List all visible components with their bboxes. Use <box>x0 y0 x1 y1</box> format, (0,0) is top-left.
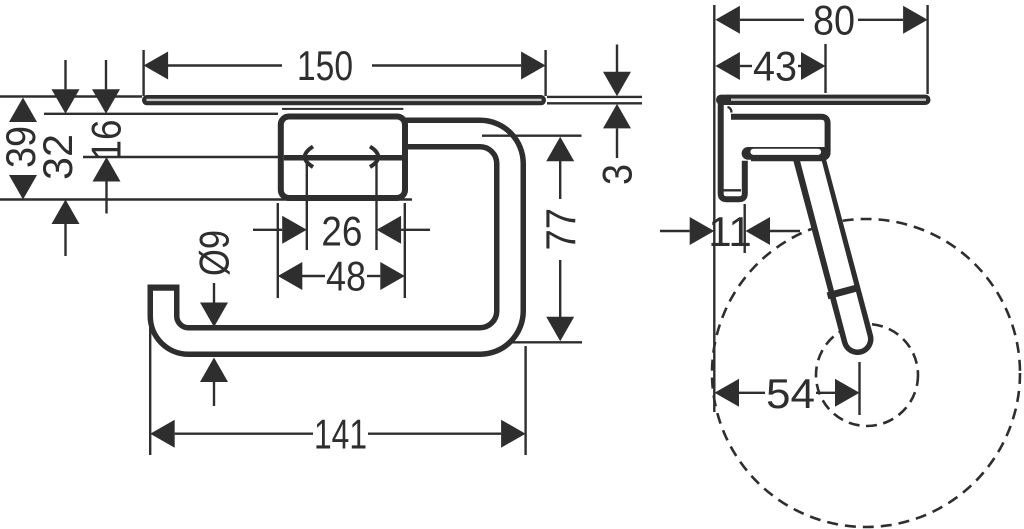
svg-text:39: 39 <box>0 126 44 168</box>
svg-text:26: 26 <box>321 207 362 254</box>
svg-text:3: 3 <box>594 164 641 185</box>
svg-text:48: 48 <box>326 252 366 299</box>
svg-text:77: 77 <box>537 208 584 251</box>
svg-text:32: 32 <box>34 134 81 180</box>
svg-text:16: 16 <box>83 120 130 161</box>
svg-text:11: 11 <box>708 208 752 255</box>
svg-text:80: 80 <box>813 0 855 44</box>
svg-text:Ø9: Ø9 <box>191 230 238 276</box>
svg-text:141: 141 <box>314 410 367 457</box>
svg-text:43: 43 <box>753 43 797 90</box>
svg-text:54: 54 <box>766 370 815 417</box>
svg-text:150: 150 <box>297 42 353 89</box>
